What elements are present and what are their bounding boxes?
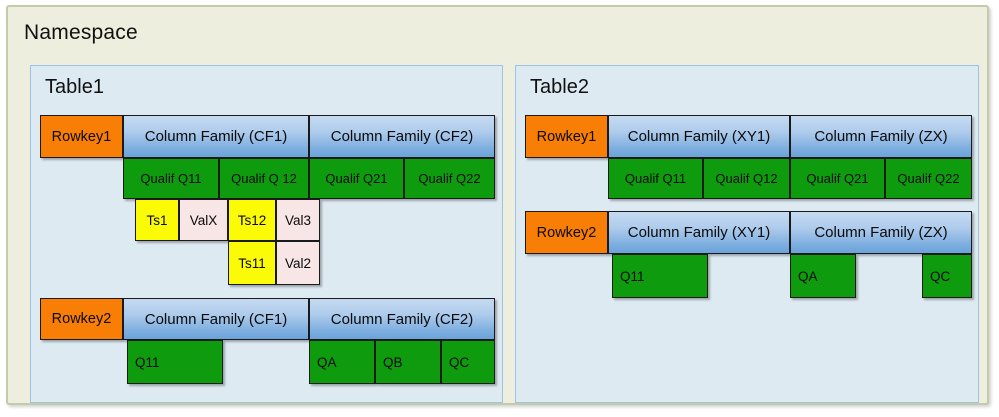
table2-row1-column-family-xy1[interactable]: Column Family (XY1) xyxy=(608,115,790,158)
table1-row2-cf2-qualifier-qb[interactable]: QB xyxy=(375,340,441,384)
table2-row1-rowkey[interactable]: Rowkey1 xyxy=(525,115,608,158)
table2-row2-column-family-xy1[interactable]: Column Family (XY1) xyxy=(608,211,790,254)
table1-row1-rowkey[interactable]: Rowkey1 xyxy=(40,115,123,158)
namespace-title: Namespace xyxy=(24,21,138,44)
table2-row2-zx-qualifier-qa[interactable]: QA xyxy=(790,254,856,298)
namespace-container: Namespace Table1 Rowkey1 Column Family (… xyxy=(6,5,989,405)
table1-row1-cf1-qualifier-q11[interactable]: Qualif Q11 xyxy=(123,158,219,199)
table1-row2-cf2-qualifier-qa[interactable]: QA xyxy=(309,340,375,384)
table2-row1-xy1-qualifier-q11[interactable]: Qualif Q11 xyxy=(608,158,703,199)
table1-row2-column-family-cf1[interactable]: Column Family (CF1) xyxy=(123,298,309,340)
table1-title: Table1 xyxy=(45,76,104,98)
table1-row2-rowkey[interactable]: Rowkey2 xyxy=(40,298,123,340)
table1-row1-cf2-qualifier-q22[interactable]: Qualif Q22 xyxy=(404,158,495,199)
table1-row1-cf1-qualifier-q12[interactable]: Qualif Q 12 xyxy=(219,158,309,199)
table2-row2-rowkey[interactable]: Rowkey2 xyxy=(525,211,608,254)
table1-row1-q12-timestamp-ts11[interactable]: Ts11 xyxy=(228,241,276,285)
table2-row1-xy1-qualifier-q12[interactable]: Qualif Q12 xyxy=(703,158,790,199)
table-panel-table1: Table1 Rowkey1 Column Family (CF1) Colum… xyxy=(30,65,503,403)
table2-row2-xy1-qualifier-q11[interactable]: Q11 xyxy=(612,254,708,298)
table1-row1-q12-timestamp-ts12[interactable]: Ts12 xyxy=(228,199,276,241)
table1-row1-q12-value-val2[interactable]: Val2 xyxy=(276,241,320,285)
table2-row2-column-family-zx[interactable]: Column Family (ZX) xyxy=(790,211,972,254)
table1-row2-cf1-qualifier-q11[interactable]: Q11 xyxy=(127,340,223,384)
table-panel-table2: Table2 Rowkey1 Column Family (XY1) Colum… xyxy=(515,65,979,403)
table1-row2-column-family-cf2[interactable]: Column Family (CF2) xyxy=(309,298,495,340)
table2-row1-zx-qualifier-q21[interactable]: Qualif Q21 xyxy=(790,158,885,199)
table1-row1-column-family-cf2[interactable]: Column Family (CF2) xyxy=(309,115,495,158)
table2-row2-zx-qualifier-qc[interactable]: QC xyxy=(922,254,972,298)
table2-row1-zx-qualifier-q22[interactable]: Qualif Q22 xyxy=(885,158,972,199)
table1-row2-cf2-qualifier-qc[interactable]: QC xyxy=(441,340,495,384)
table1-row1-cf2-qualifier-q21[interactable]: Qualif Q21 xyxy=(309,158,404,199)
table2-title: Table2 xyxy=(530,76,589,98)
table1-row1-q11-timestamp-ts1[interactable]: Ts1 xyxy=(135,199,179,241)
table2-row1-column-family-zx[interactable]: Column Family (ZX) xyxy=(790,115,972,158)
table1-row1-q11-value-valx[interactable]: ValX xyxy=(179,199,228,241)
table1-row1-column-family-cf1[interactable]: Column Family (CF1) xyxy=(123,115,309,158)
table1-row1-q12-value-val3[interactable]: Val3 xyxy=(276,199,320,241)
